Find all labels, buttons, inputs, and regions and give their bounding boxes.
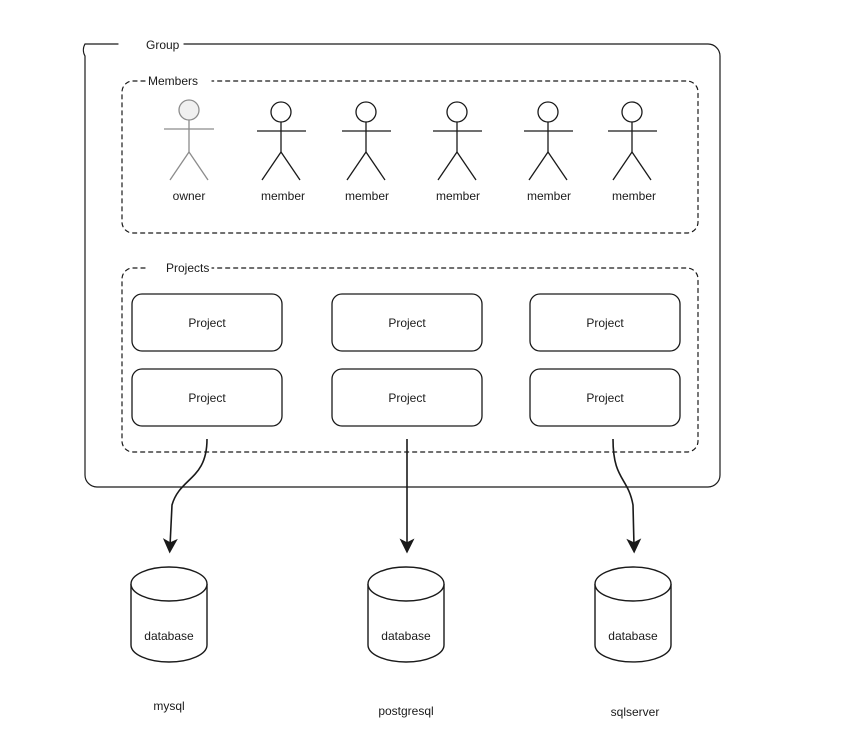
member-leg-right — [456, 151, 477, 181]
database-cylinder-sqlserver[interactable]: database sqlserver — [594, 566, 672, 719]
owner-leg-left — [169, 151, 190, 181]
person-label-member-2: member — [345, 189, 389, 203]
database-inner-label: database — [608, 629, 658, 643]
projects-label: Projects — [166, 261, 209, 275]
person-label-owner: owner — [173, 189, 206, 203]
person-label-member-1: member — [261, 189, 305, 203]
connector-arrow-mysql — [162, 438, 208, 554]
project-box-2[interactable]: Project — [331, 293, 483, 352]
member-head-icon — [621, 101, 643, 123]
project-label: Project — [388, 316, 426, 330]
group-container: Group — [82, 38, 721, 488]
member-leg-right — [280, 151, 301, 181]
member-leg-left — [346, 151, 367, 181]
member-head-icon — [446, 101, 468, 123]
database-name-sqlserver: sqlserver — [611, 705, 660, 719]
person-label-member-3: member — [436, 189, 480, 203]
person-member-3[interactable]: member — [433, 101, 482, 203]
member-leg-right — [365, 151, 386, 181]
database-inner-label: database — [144, 629, 194, 643]
members-label: Members — [148, 74, 198, 88]
database-cylinder-mysql[interactable]: database mysql — [130, 566, 208, 713]
owner-head-icon — [178, 99, 200, 121]
connector-arrow-sqlserver — [612, 438, 642, 554]
database-name-mysql: mysql — [153, 699, 184, 713]
person-member-5[interactable]: member — [608, 101, 657, 203]
cylinder-top-ellipse — [367, 566, 445, 602]
member-head-icon — [537, 101, 559, 123]
member-leg-left — [612, 151, 633, 181]
project-box-5[interactable]: Project — [331, 368, 483, 427]
member-head-icon — [355, 101, 377, 123]
member-leg-right — [547, 151, 568, 181]
member-leg-left — [261, 151, 282, 181]
database-cylinder-postgresql[interactable]: database postgresql — [367, 566, 445, 718]
person-member-1[interactable]: member — [257, 101, 306, 203]
owner-leg-right — [188, 151, 209, 181]
database-inner-label: database — [381, 629, 431, 643]
cylinder-top-ellipse — [130, 566, 208, 602]
member-leg-right — [631, 151, 652, 181]
project-label: Project — [388, 391, 426, 405]
project-label: Project — [586, 316, 624, 330]
member-leg-left — [528, 151, 549, 181]
person-member-4[interactable]: member — [524, 101, 573, 203]
project-box-3[interactable]: Project — [529, 293, 681, 352]
database-name-postgresql: postgresql — [378, 704, 433, 718]
person-owner[interactable]: owner — [164, 99, 214, 203]
cylinder-top-ellipse — [594, 566, 672, 602]
member-head-icon — [270, 101, 292, 123]
project-label: Project — [586, 391, 624, 405]
person-member-2[interactable]: member — [342, 101, 391, 203]
person-label-member-4: member — [527, 189, 571, 203]
members-container: Members — [121, 74, 699, 234]
member-leg-left — [437, 151, 458, 181]
project-box-4[interactable]: Project — [131, 368, 283, 427]
project-label: Project — [188, 391, 226, 405]
project-box-6[interactable]: Project — [529, 368, 681, 427]
person-label-member-5: member — [612, 189, 656, 203]
group-label: Group — [146, 38, 180, 52]
project-box-1[interactable]: Project — [131, 293, 283, 352]
project-label: Project — [188, 316, 226, 330]
projects-container: Projects — [121, 261, 699, 453]
